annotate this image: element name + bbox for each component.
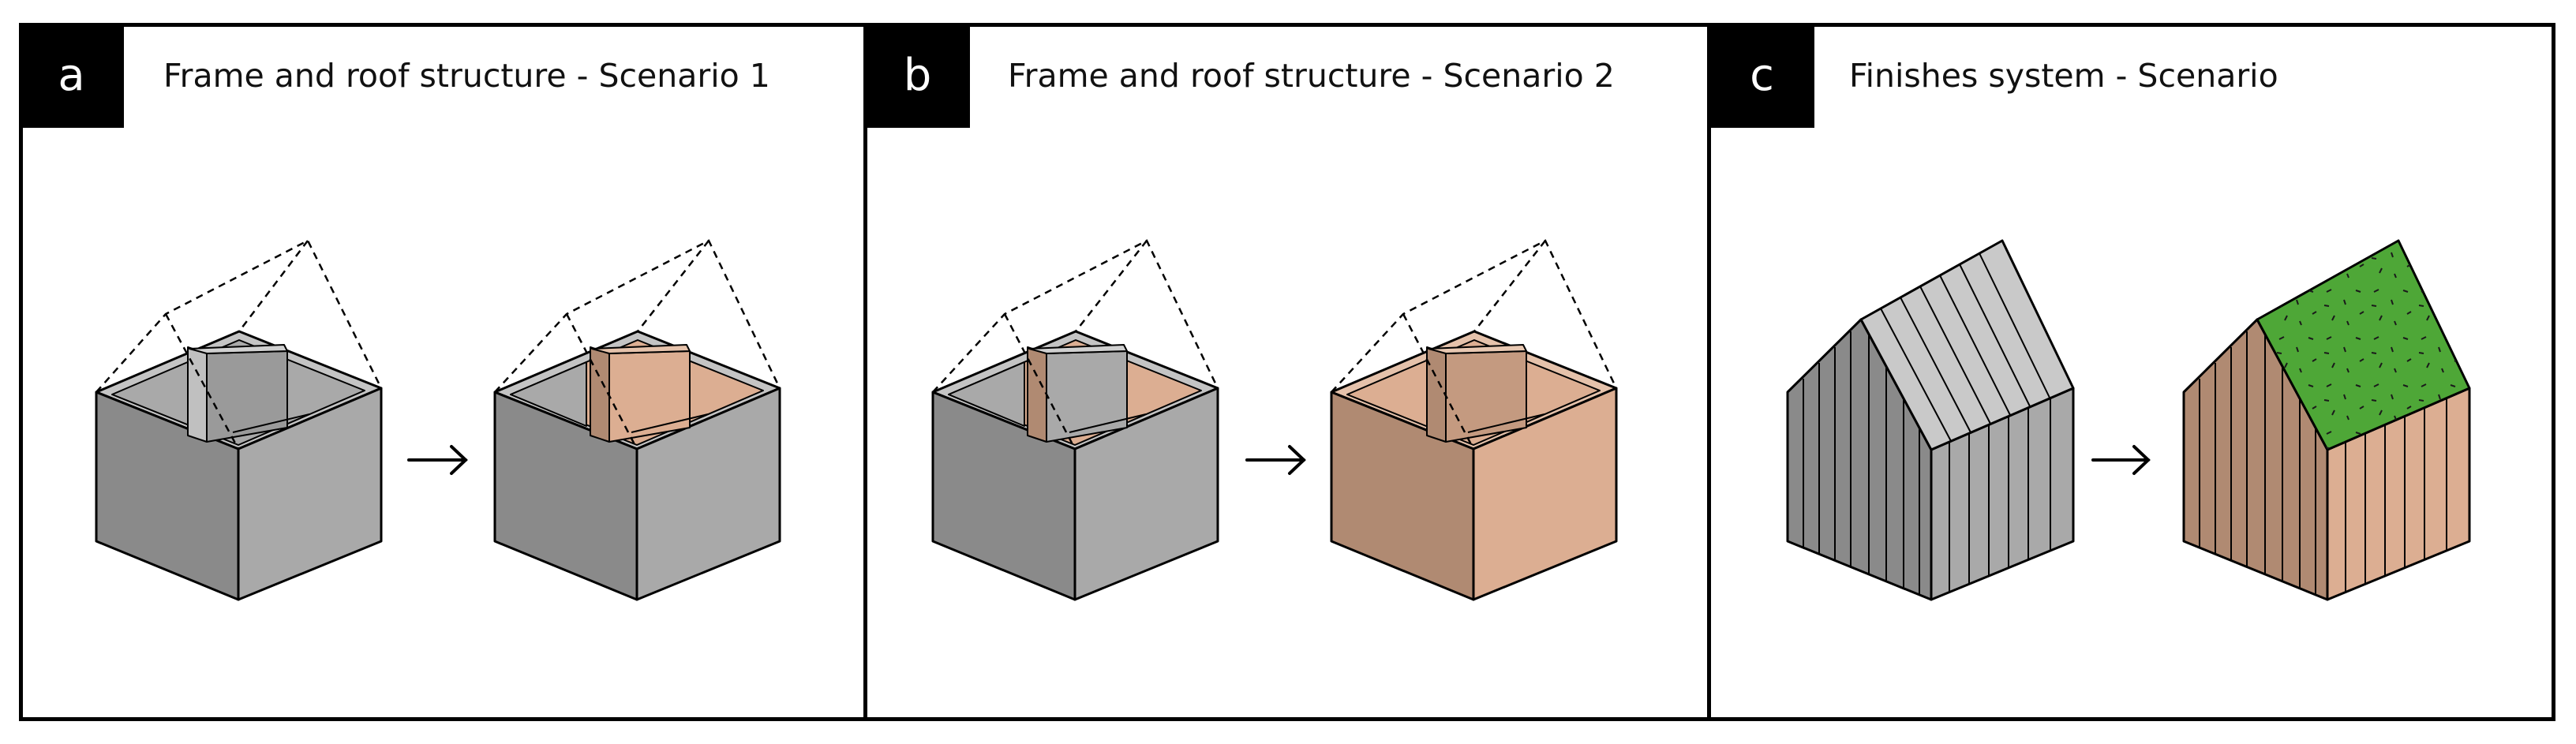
arrow-b	[1245, 445, 1306, 475]
arrow-c	[2091, 445, 2151, 475]
panel-b-title: Frame and roof structure - Scenario 2	[1008, 57, 1615, 95]
panel-divider	[863, 23, 867, 721]
panel-c-label: c	[1709, 23, 1814, 128]
box-a1	[95, 330, 383, 601]
roof-outline-a2	[494, 239, 781, 450]
box-b2	[1330, 330, 1618, 601]
roof-outline-b2	[1331, 239, 1618, 450]
figure-frame	[19, 23, 2555, 721]
roof-outline-b1	[932, 239, 1219, 450]
panel-a-title: Frame and roof structure - Scenario 1	[163, 57, 770, 95]
house-c1	[1786, 239, 2075, 601]
box-b1	[931, 330, 1219, 601]
box-a2	[493, 330, 781, 601]
house-c2	[2182, 239, 2471, 601]
panel-c-title: Finishes system - Scenario	[1849, 57, 2278, 95]
panel-divider	[1707, 23, 1711, 721]
panel-a-label: a	[19, 23, 124, 128]
panel-b-label: b	[865, 23, 970, 128]
roof-outline-a1	[95, 239, 383, 450]
arrow-a	[407, 445, 468, 475]
